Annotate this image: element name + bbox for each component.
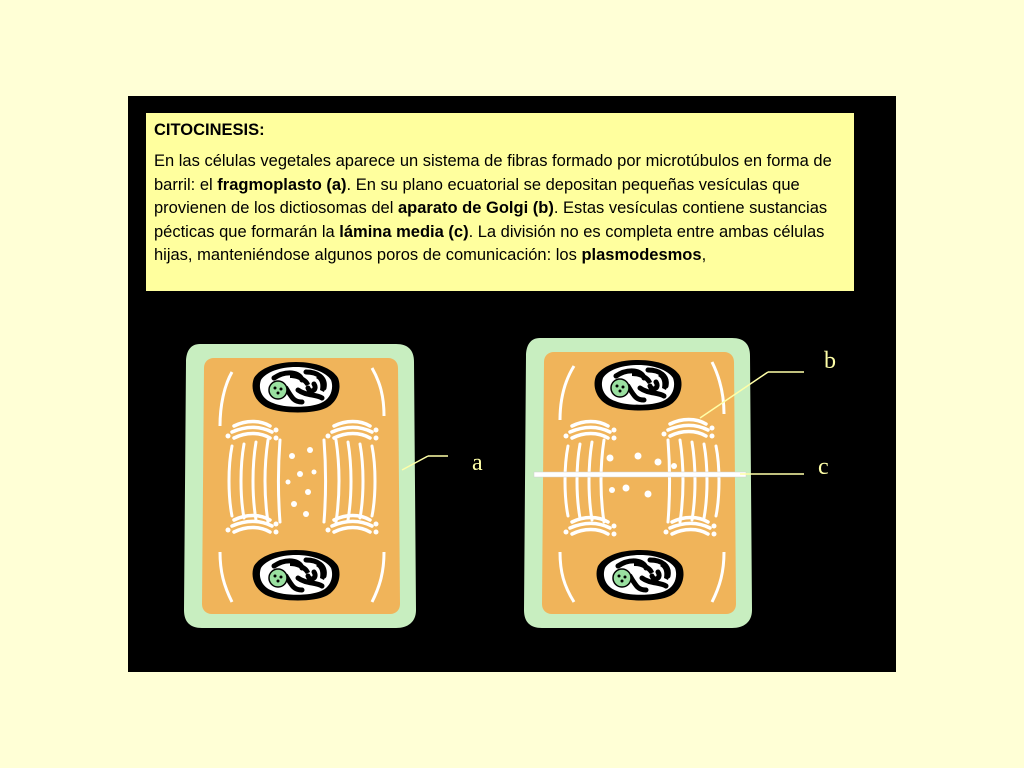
slide: CITOCINESIS: En las células vegetales ap…: [128, 96, 896, 672]
middle-lamella: [533, 471, 747, 478]
text-box: CITOCINESIS: En las células vegetales ap…: [146, 113, 854, 291]
highlighted-term: lámina media (c): [339, 222, 469, 241]
label-c: c: [818, 454, 829, 480]
paragraph-text: . Estas vesículas contiene sustancias pé…: [154, 199, 828, 241]
highlighted-term: fragmoplasto (a): [217, 175, 347, 194]
slide-title: CITOCINESIS:: [154, 121, 265, 139]
highlighted-term: aparato de Golgi (b): [397, 199, 554, 218]
label-a: a: [472, 450, 483, 476]
paragraph-text: . En su plano ecuatorial se depositan pe…: [154, 175, 800, 218]
nucleus-bottom-left: [253, 550, 340, 601]
phragmoplast-fibers-right: [563, 438, 721, 524]
highlighted-term: plasmodesmos: [581, 246, 702, 265]
nucleus-bottom-right: [597, 550, 684, 601]
paragraph-text: . La división no es completa entre ambas…: [154, 222, 825, 265]
nucleus-top-left: [253, 362, 340, 413]
phragmoplast-fibers: [227, 438, 377, 524]
cytokinesis-diagram: a b c: [184, 338, 836, 628]
label-b: b: [824, 348, 836, 374]
cell-left: [184, 344, 448, 628]
nucleus-top-right: [595, 360, 682, 411]
cell-right: [524, 338, 804, 628]
description-paragraph: En las células vegetales aparece un sist…: [154, 150, 846, 267]
paragraph-text: ,: [701, 246, 707, 265]
paragraph-text: En las células vegetales aparece un sist…: [154, 152, 832, 194]
